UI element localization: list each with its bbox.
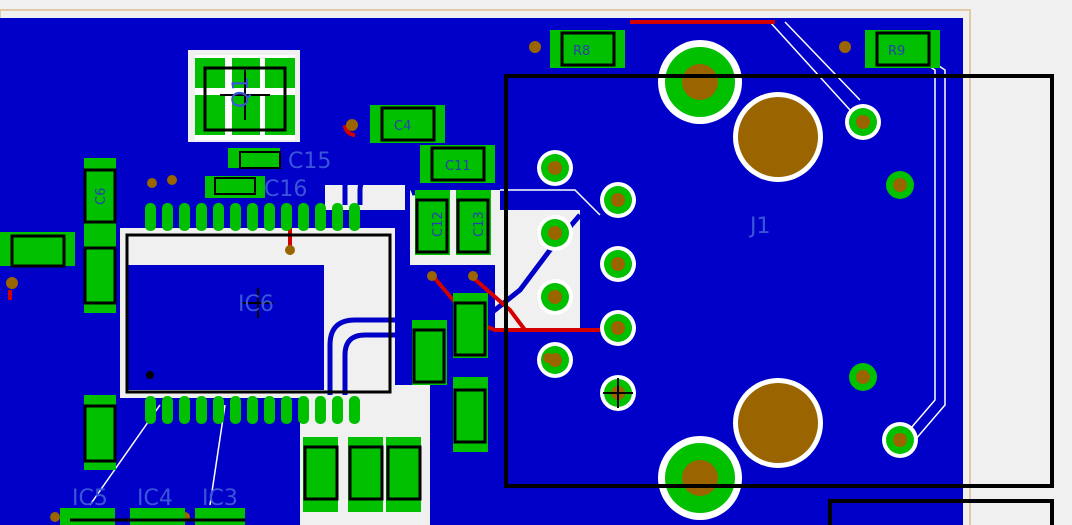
label-c4: C4 [394,119,411,134]
label-q1: Q1 [229,77,254,108]
label-ic3: IC3 [202,486,238,511]
label-ic5: IC5 [72,486,108,511]
label-c15: C15 [288,149,331,174]
ic6-top-pins [145,203,360,231]
adjacent-part-outline[interactable] [828,499,1054,525]
label-c12: C12 [431,211,446,237]
smd-vertical-left[interactable] [83,158,117,470]
smd-r9[interactable] [839,30,940,68]
c15-c16-components[interactable] [205,148,281,198]
smd-r8[interactable] [529,30,625,68]
j1-connector-pads [658,40,823,520]
smd-bottom-row[interactable] [303,437,422,512]
ic-bottom-footprints[interactable] [60,508,245,525]
j1-pins [537,104,918,458]
label-c6: C6 [94,188,109,205]
label-ic6: IC6 [238,292,274,317]
label-ic4: IC4 [137,486,173,511]
ic6-component[interactable] [125,233,392,394]
j1-outline[interactable] [504,74,1054,488]
smd-c4[interactable] [346,105,445,143]
label-r8: R8 [573,44,590,59]
q1-component[interactable] [195,55,295,140]
smd-c11[interactable] [420,145,495,183]
board-edge [0,9,971,525]
label-c13: C13 [472,211,487,237]
label-c16: C16 [264,177,307,202]
label-r9: R9 [888,44,905,59]
smd-horizontal-left[interactable] [0,232,75,289]
ic6-bottom-pins [145,396,360,424]
label-c11: C11 [445,159,471,174]
label-j1: J1 [748,214,771,239]
smd-column-center[interactable] [412,293,488,452]
smd-pair-center[interactable] [415,190,491,281]
